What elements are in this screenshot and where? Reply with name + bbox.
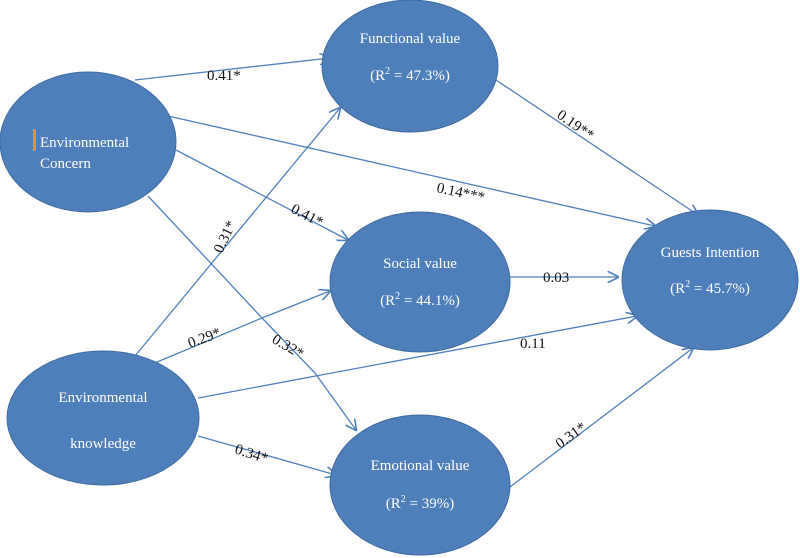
edge-concern-intention bbox=[167, 115, 655, 226]
coef-knowledge-social: 0.29* bbox=[186, 325, 223, 352]
edge-emotional-intention bbox=[509, 348, 693, 488]
coef-social-intention: 0.03 bbox=[543, 270, 569, 286]
functional-title: Functional value bbox=[360, 31, 461, 47]
coef-functional-intention: 0.19** bbox=[554, 107, 597, 144]
knowledge-label-1: Environmental bbox=[58, 390, 147, 406]
edge-knowledge-emotional bbox=[197, 435, 336, 475]
coef-concern-social: 0.41* bbox=[288, 201, 325, 231]
concern-label-1: Environmental bbox=[40, 135, 129, 151]
edge-functional-intention bbox=[492, 77, 698, 215]
intention-r2: (R2 = 45.7%) bbox=[670, 279, 750, 297]
emotional-r2: (R2 = 39%) bbox=[386, 494, 454, 512]
node-social-value: Social value (R2 = 44.1%) bbox=[329, 211, 511, 353]
edge-knowledge-social bbox=[149, 291, 330, 366]
coef-concern-intention: 0.14*** bbox=[435, 180, 486, 206]
edge-concern-emotional bbox=[147, 195, 356, 430]
intention-title: Guests Intention bbox=[661, 245, 760, 261]
edges bbox=[134, 58, 698, 488]
concern-label-2: Concern bbox=[40, 156, 91, 172]
social-title: Social value bbox=[383, 256, 457, 272]
edge-knowledge-functional bbox=[134, 108, 340, 357]
edge-knowledge-intention bbox=[197, 316, 637, 399]
social-r2: (R2 = 44.1%) bbox=[380, 291, 460, 309]
coef-knowledge-functional: 0.31* bbox=[211, 218, 240, 255]
coef-concern-functional: 0.41* bbox=[207, 68, 241, 84]
node-functional-value: Functional value (R2 = 47.3%) bbox=[321, 0, 499, 133]
emotional-title: Emotional value bbox=[371, 458, 470, 474]
coef-concern-emotional: 0.32* bbox=[269, 332, 306, 363]
coef-knowledge-emotional: 0.34* bbox=[233, 442, 270, 468]
edge-concern-functional bbox=[134, 58, 330, 81]
edge-concern-social bbox=[175, 149, 348, 240]
node-emotional-value: Emotional value (R2 = 39%) bbox=[329, 414, 511, 556]
node-guests-intention: Guests Intention (R2 = 45.7%) bbox=[621, 209, 799, 351]
functional-r2: (R2 = 47.3%) bbox=[370, 66, 450, 84]
node-environmental-knowledge: Environmental knowledge bbox=[6, 350, 200, 486]
coef-knowledge-intention: 0.11 bbox=[520, 336, 546, 352]
node-environmental-concern: Environmental Concern bbox=[0, 71, 177, 213]
accent-bar bbox=[33, 129, 36, 151]
coef-emotional-intention: 0.31* bbox=[553, 419, 590, 452]
knowledge-label-2: knowledge bbox=[70, 436, 136, 452]
